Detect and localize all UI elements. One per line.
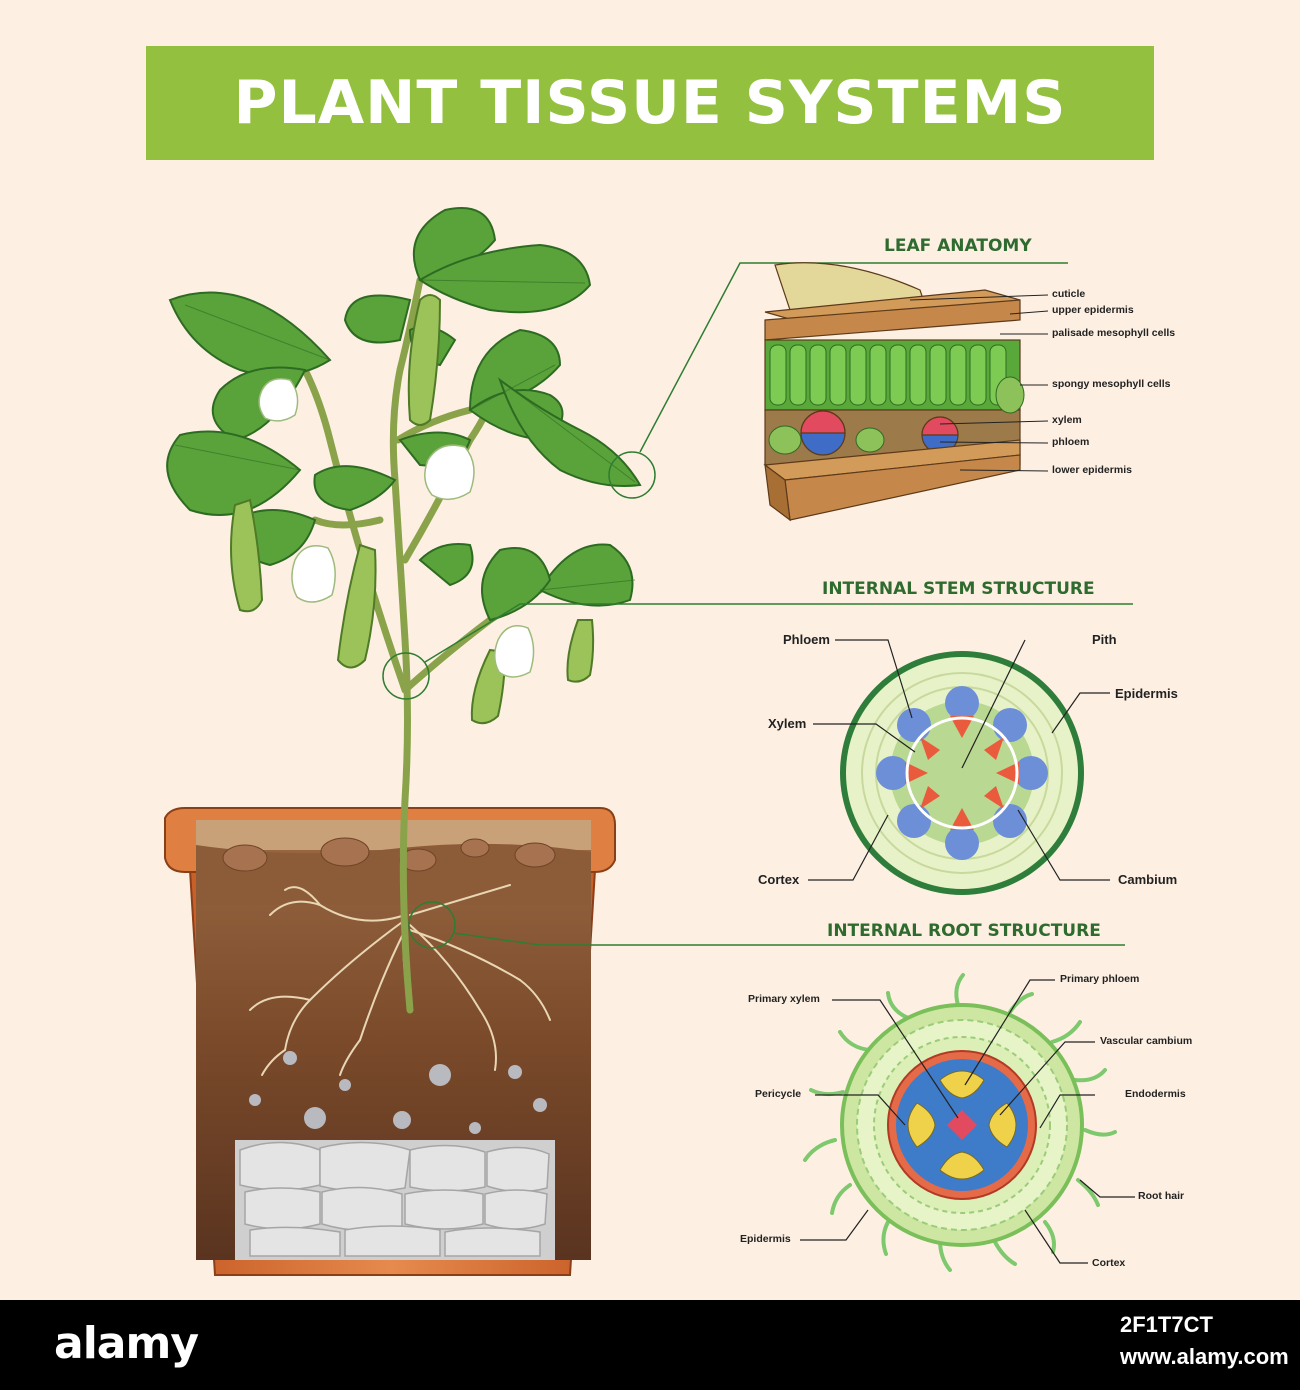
leaf-label-xylem: xylem — [1052, 414, 1082, 426]
stem-label-xylem: Xylem — [768, 716, 807, 731]
root-label-primary-phloem: Primary phloem — [1060, 973, 1140, 985]
root-phloem-lobes — [907, 1070, 1017, 1180]
root-cross-section — [803, 973, 1117, 1272]
leaf-anatomy-heading: LEAF ANATOMY — [884, 236, 1032, 256]
pot — [164, 807, 616, 1276]
flowers — [258, 378, 535, 678]
leaf-label-phloem: phloem — [1052, 436, 1090, 448]
vascular-bundles — [800, 410, 959, 456]
title-banner: PLANT TISSUE SYSTEMS — [146, 46, 1154, 160]
root-structure-heading: INTERNAL ROOT STRUCTURE — [827, 921, 1101, 941]
diagram-canvas: PLANT TISSUE SYSTEMS — [146, 46, 1193, 1276]
root-label-pericycle: Pericycle — [755, 1088, 802, 1100]
alamy-logo: alamy — [54, 1318, 199, 1369]
leaf-anatomy-drawing — [763, 262, 1025, 522]
leaf-label-upper-epidermis: upper epidermis — [1052, 304, 1134, 316]
pebbles — [249, 1051, 547, 1134]
leaf-label-lower-epidermis: lower epidermis — [1052, 464, 1132, 476]
roots — [249, 884, 551, 1076]
footer-url[interactable]: www.alamy.com — [1120, 1344, 1289, 1369]
stem-cross-section — [840, 651, 1084, 895]
stem-label-leaders — [808, 639, 1110, 881]
leaf-veins — [174, 279, 636, 591]
page-title: PLANT TISSUE SYSTEMS — [233, 68, 1067, 138]
diagram-illustration — [164, 207, 1135, 1276]
root-label-endodermis: Endodermis — [1125, 1088, 1186, 1100]
stem-structure-heading: INTERNAL STEM STRUCTURE — [822, 579, 1095, 599]
root-label-root-hair: Root hair — [1138, 1190, 1185, 1202]
root-label-cortex: Cortex — [1092, 1257, 1126, 1269]
stem-label-phloem: Phloem — [783, 632, 830, 647]
image-id: 2F1T7CT — [1120, 1312, 1213, 1337]
gravel-layer — [235, 1140, 555, 1260]
stem-label-epidermis: Epidermis — [1115, 686, 1178, 701]
stem-label-cortex: Cortex — [758, 872, 800, 887]
leaf-label-cuticle: cuticle — [1052, 288, 1086, 300]
leaf-label-spongy: spongy mesophyll cells — [1052, 378, 1171, 390]
stem-label-cambium: Cambium — [1118, 872, 1178, 887]
pea-pods — [230, 294, 595, 725]
callout-lines — [382, 262, 1133, 949]
leaf-label-leaders — [909, 294, 1049, 472]
root-label-vascular-cambium: Vascular cambium — [1100, 1035, 1193, 1047]
root-label-epidermis: Epidermis — [740, 1233, 791, 1245]
root-label-leaders — [800, 979, 1135, 1264]
root-label-primary-xylem: Primary xylem — [748, 993, 820, 1005]
watermark-footer — [0, 1300, 1300, 1390]
soil-stones — [222, 837, 556, 872]
stem-label-pith: Pith — [1092, 632, 1117, 647]
leaf-label-palisade: palisade mesophyll cells — [1052, 327, 1176, 339]
